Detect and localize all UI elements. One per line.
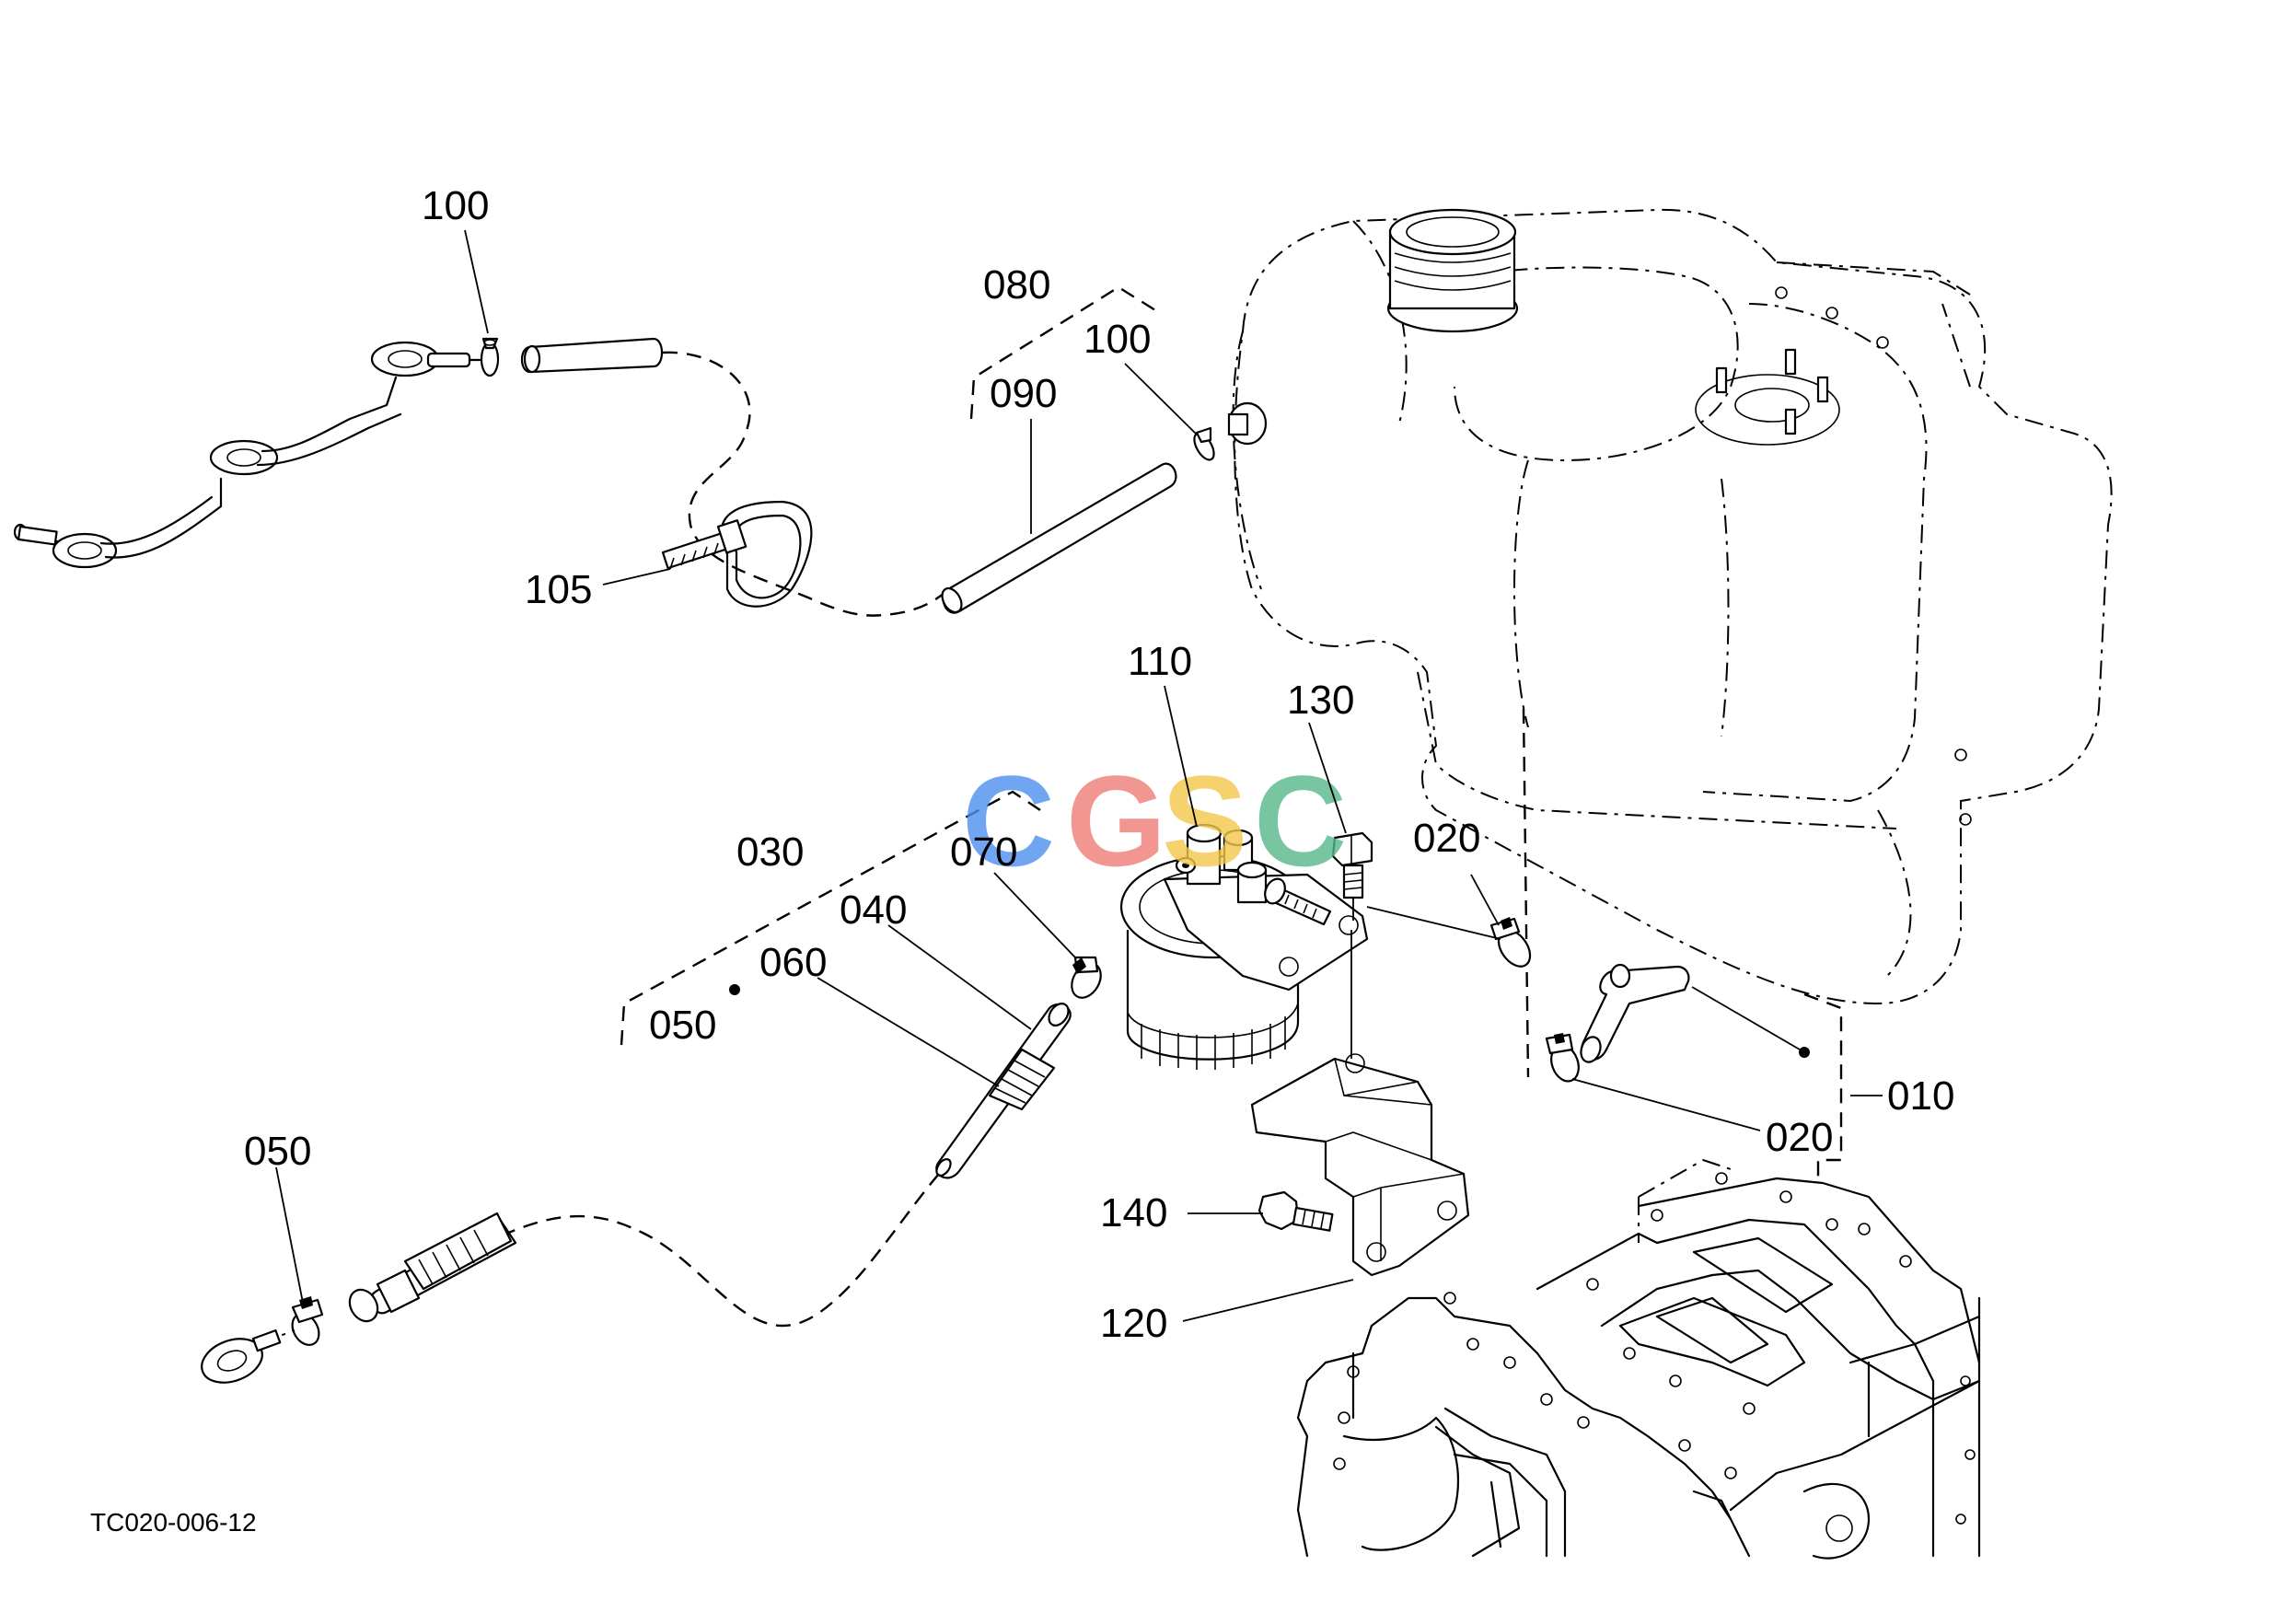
hose-clamp-070 [1071, 956, 1102, 999]
outlet-hose-010 [1580, 963, 1690, 1063]
label-020-upper: 020 [1413, 816, 1480, 861]
label-100-left: 100 [422, 183, 489, 228]
fuel-hose-inlet-end [348, 1212, 517, 1323]
label-040: 040 [840, 887, 907, 933]
watermark-logo: C G S C [962, 748, 1347, 893]
label-110: 110 [1128, 639, 1192, 684]
watermark-letter-c1: C [962, 748, 1055, 893]
inlet-pipe-fitting [201, 1329, 296, 1384]
transmission-housing [1296, 1158, 1981, 1560]
reference-dot-left [729, 984, 740, 995]
fuel-hose-lower-dashed [505, 1173, 940, 1328]
drawing-id: TC020-006-12 [90, 1508, 257, 1537]
label-050-upper: 050 [649, 1003, 716, 1048]
label-105: 105 [525, 567, 592, 612]
label-020-lower: 020 [1766, 1115, 1833, 1160]
watermark-letter-g: G [1066, 748, 1166, 893]
return-pipe [13, 341, 485, 569]
group-bracket-080 [969, 285, 1161, 420]
bolt-130 [1331, 831, 1373, 921]
label-120: 120 [1100, 1301, 1167, 1346]
label-100-right: 100 [1084, 317, 1151, 362]
watermark-letter-c2: C [1254, 748, 1347, 893]
tank-hose-090 [941, 462, 1177, 614]
fuel-filter-110 [1119, 823, 1369, 1070]
part-labels: 100 080 100 090 105 110 130 020 030 070 … [244, 183, 1954, 1346]
watermark-letter-s: S [1162, 748, 1247, 893]
hose-axis-line [1691, 986, 1801, 1050]
label-090: 090 [990, 371, 1057, 416]
filter-axis-line [1366, 906, 1501, 940]
label-140: 140 [1100, 1190, 1167, 1235]
fuel-tank [1227, 208, 2113, 1005]
leader-lines [275, 229, 1761, 1322]
vent-screw [1264, 877, 1332, 926]
hose-clamp-020-upper [1489, 917, 1532, 968]
label-060: 060 [759, 940, 827, 985]
label-080: 080 [983, 262, 1050, 307]
tank-outlet [1227, 401, 1268, 446]
label-030: 030 [736, 829, 804, 875]
filler-neck [1386, 208, 1519, 333]
cable-tie-105 [661, 500, 813, 608]
bolt-140 [1257, 1190, 1334, 1232]
label-050-lower: 050 [244, 1129, 311, 1174]
label-070: 070 [950, 829, 1017, 875]
bracket-120 [1250, 1053, 1470, 1277]
hose-clamp-020-lower [1545, 1033, 1580, 1083]
label-130: 130 [1287, 678, 1354, 723]
fuel-hose-040 [935, 1003, 1072, 1179]
reference-dot-right [1799, 1047, 1810, 1058]
assembly-bracket-010 [1522, 708, 1843, 1178]
hose-clamp-050 [291, 1296, 324, 1346]
gauge-mount [1695, 348, 1840, 446]
hose-clamp-100-left [480, 337, 500, 377]
label-010: 010 [1887, 1073, 1954, 1119]
